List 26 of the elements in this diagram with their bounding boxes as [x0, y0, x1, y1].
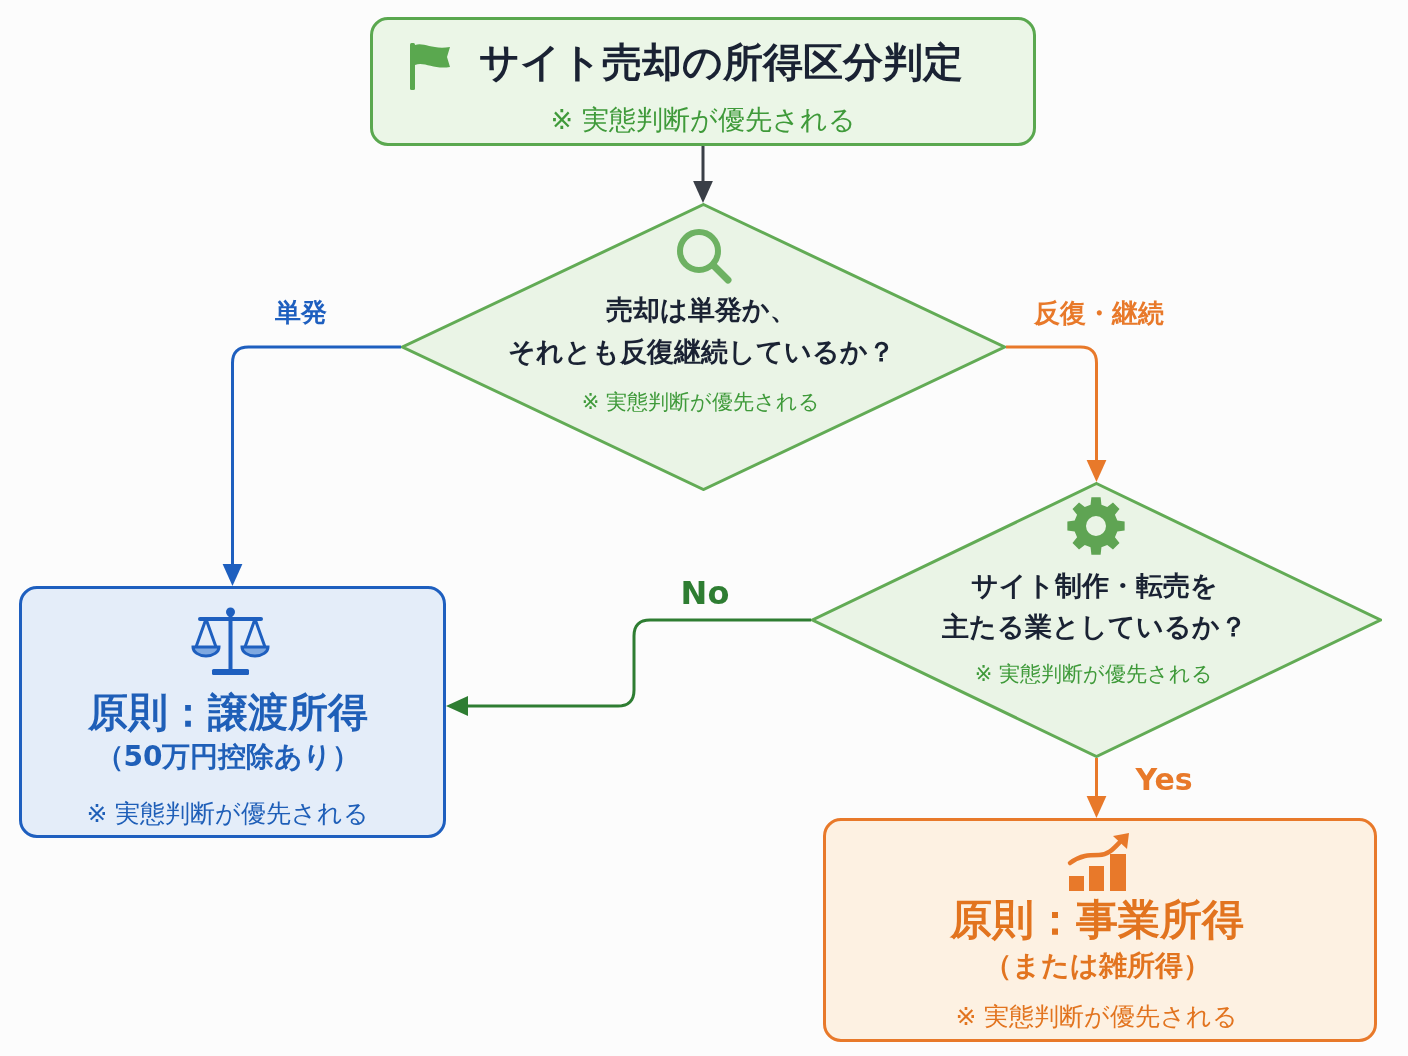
- note-text: ※ 実態判断が優先される: [86, 797, 370, 830]
- arrow: [1086, 758, 1107, 818]
- result-heading: 原則：譲渡所得: [88, 688, 368, 737]
- title-text: サイト売却の所得区分判定: [479, 38, 963, 87]
- decision-diamond: [401, 203, 1006, 491]
- note-text: ※ 実態判断が優先される: [955, 1000, 1239, 1033]
- arrow: [1006, 345, 1107, 482]
- note-text: ※ 実態判断が優先される: [550, 103, 856, 138]
- decision-diamond: [811, 482, 1382, 758]
- result-box: [823, 818, 1377, 1042]
- edge-label: 単発: [275, 297, 327, 329]
- arrow: [693, 146, 713, 203]
- question-text: 売却は単発か、それとも反復継続しているか？: [507, 293, 895, 369]
- arrow: [222, 345, 401, 586]
- result-subheading: （または雑所得）: [983, 947, 1211, 984]
- result-subheading: （50万円控除あり）: [95, 738, 361, 775]
- result-box: [19, 586, 446, 838]
- result-heading: 原則：事業所得: [950, 893, 1244, 946]
- question-text: サイト制作・転売を主たる業としているか？: [941, 568, 1247, 644]
- start-box: [370, 17, 1036, 146]
- arrow: [446, 618, 811, 716]
- edge-label: 反復・継続: [1034, 298, 1164, 330]
- edge-label: Yes: [1135, 762, 1193, 798]
- edge-label: No: [680, 573, 730, 613]
- note-text: ※ 実態判断が優先される: [581, 389, 821, 417]
- note-text: ※ 実態判断が優先される: [974, 661, 1214, 689]
